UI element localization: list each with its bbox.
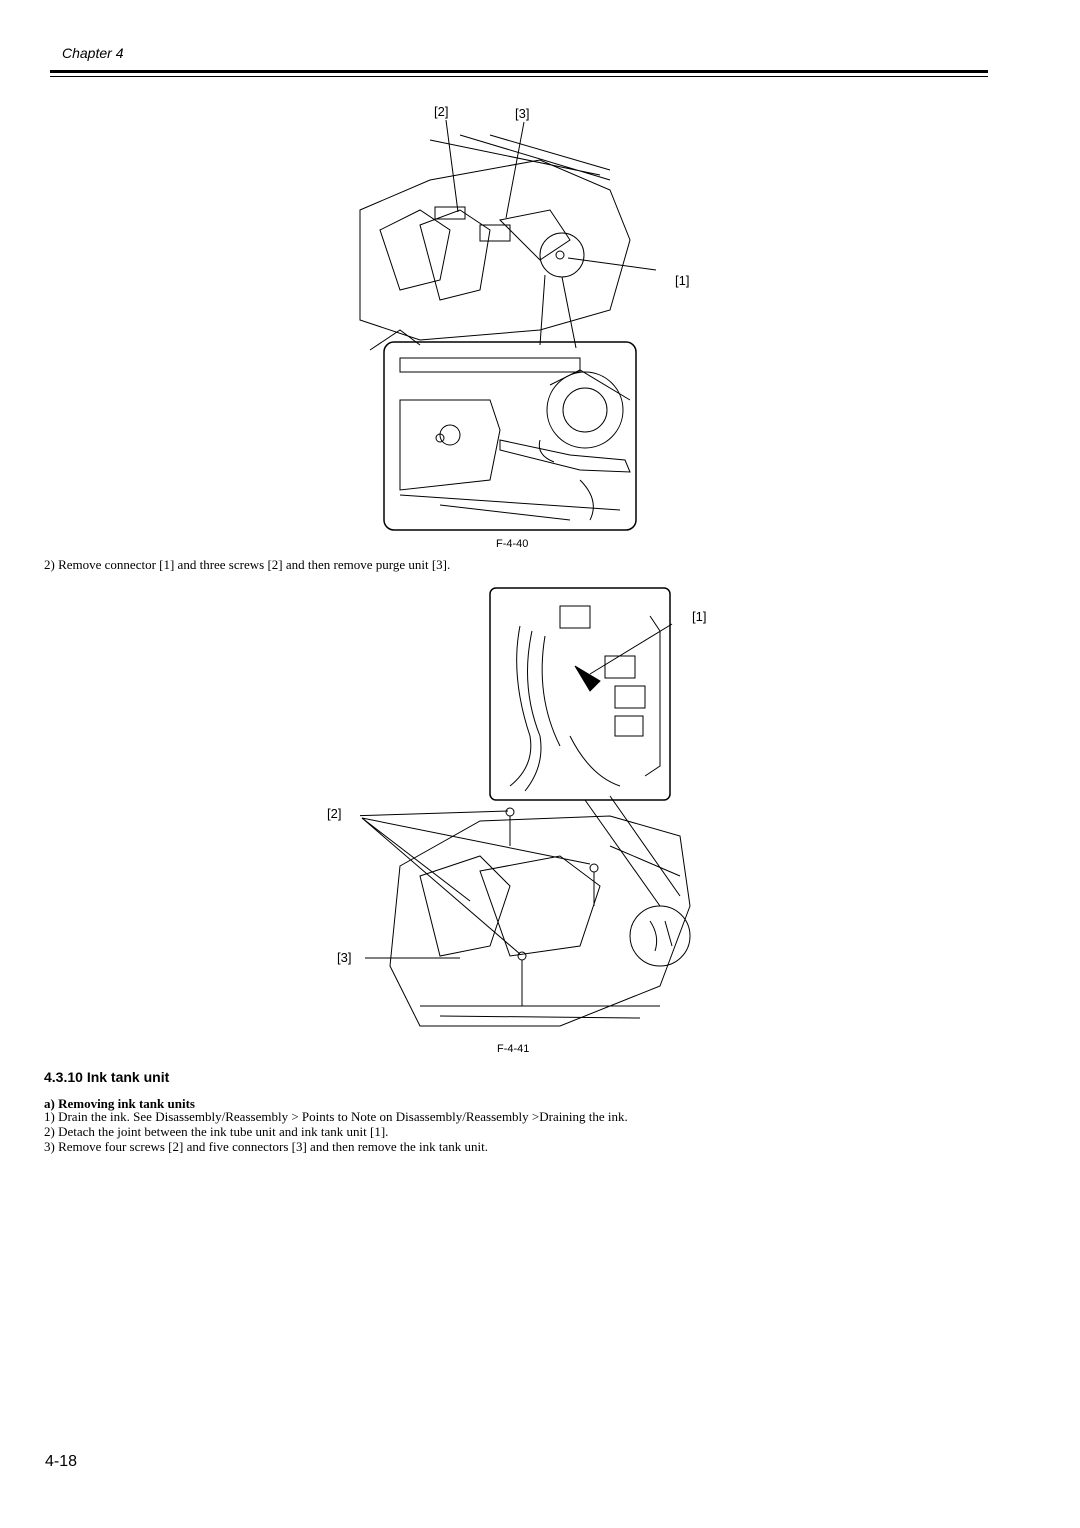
step-3-remove-screws-connectors: 3) Remove four screws [2] and five conne…	[44, 1139, 489, 1154]
step-1-drain-ink: 1) Drain the ink. See Disassembly/Reasse…	[44, 1109, 628, 1124]
step-2-detach-joint: 2) Detach the joint between the ink tube…	[44, 1124, 389, 1139]
fig1-callout-1: [1]	[675, 273, 690, 288]
header-rule	[50, 70, 988, 73]
page-number: 4-18	[45, 1453, 78, 1470]
fig2-callout-2: [2]	[327, 806, 342, 821]
section-title: 4.3.10 Ink tank unit	[44, 1069, 170, 1085]
chapter-label: Chapter 4	[62, 45, 124, 61]
figure-f-4-41	[360, 586, 710, 1036]
fig2-callout-1: [1]	[692, 609, 707, 624]
fig1-callout-2: [2]	[434, 104, 449, 119]
figure-caption-f-4-41: F-4-41	[497, 1043, 530, 1055]
subheading-removing-ink-tank-units: a) Removing ink tank units	[44, 1096, 195, 1111]
figure-caption-f-4-40: F-4-40	[496, 538, 529, 550]
fig1-callout-3: [3]	[515, 106, 530, 121]
figure-f-4-40	[340, 100, 710, 532]
step-remove-purge-unit: 2) Remove connector [1] and three screws…	[44, 557, 451, 572]
header-rule-thin	[50, 76, 988, 77]
fig2-callout-3: [3]	[337, 950, 352, 965]
